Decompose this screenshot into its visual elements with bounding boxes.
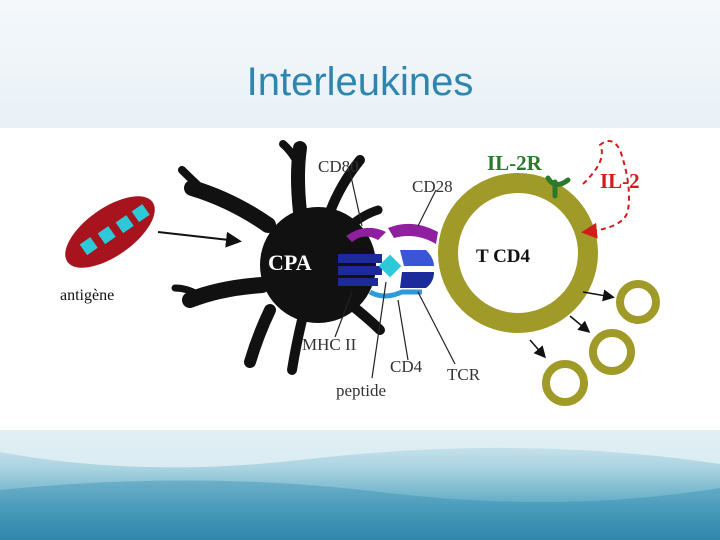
daughter-cell: [616, 280, 660, 324]
proliferation-arrow: [582, 289, 615, 302]
antigen-label: antigène: [60, 287, 114, 304]
antigen-fragment: [115, 215, 134, 234]
il-2-label: IL-2: [600, 169, 640, 193]
leader-lines: [334, 171, 456, 379]
tcr-label: TCR: [447, 365, 481, 384]
slide-title: Interleukines: [246, 60, 474, 104]
immune-synapse-diagram: antigène CPA T CD4: [0, 128, 720, 430]
cd28-label: CD28: [412, 177, 453, 196]
proliferation-arrow: [529, 339, 546, 359]
mhc-ii-molecule: [338, 254, 382, 286]
decorative-footer-band: [0, 430, 720, 540]
t-cd4-cell: [438, 173, 598, 333]
title-band: Interleukines: [0, 0, 720, 128]
cd80-cd28-pair: [346, 223, 438, 244]
peptide-shape: [378, 254, 402, 278]
antigen-fragment: [97, 226, 116, 245]
cd80-label: CD80: [318, 157, 359, 176]
daughter-cell: [589, 329, 635, 375]
peptide-label: peptide: [336, 381, 386, 400]
proliferation-arrow: [569, 315, 591, 333]
antigen-uptake-arrow: [157, 231, 242, 248]
mhc-ii-label: MHC II: [302, 335, 357, 354]
t-cd4-label: T CD4: [476, 246, 531, 267]
il-2r-label: IL-2R: [487, 151, 543, 175]
cd4-label: CD4: [390, 357, 423, 376]
il-2r-receptor: [545, 175, 571, 199]
antigen-fragment: [79, 237, 98, 256]
cpa-label: CPA: [268, 250, 312, 275]
decorative-wave: [0, 430, 720, 540]
tcr-molecule: [400, 250, 434, 288]
daughter-cell: [542, 360, 588, 406]
antigen-shape: [65, 196, 155, 268]
diagram-svg: antigène CPA T CD4: [60, 140, 660, 406]
antigen-fragment: [131, 204, 150, 223]
cd4-molecule: [368, 289, 422, 299]
